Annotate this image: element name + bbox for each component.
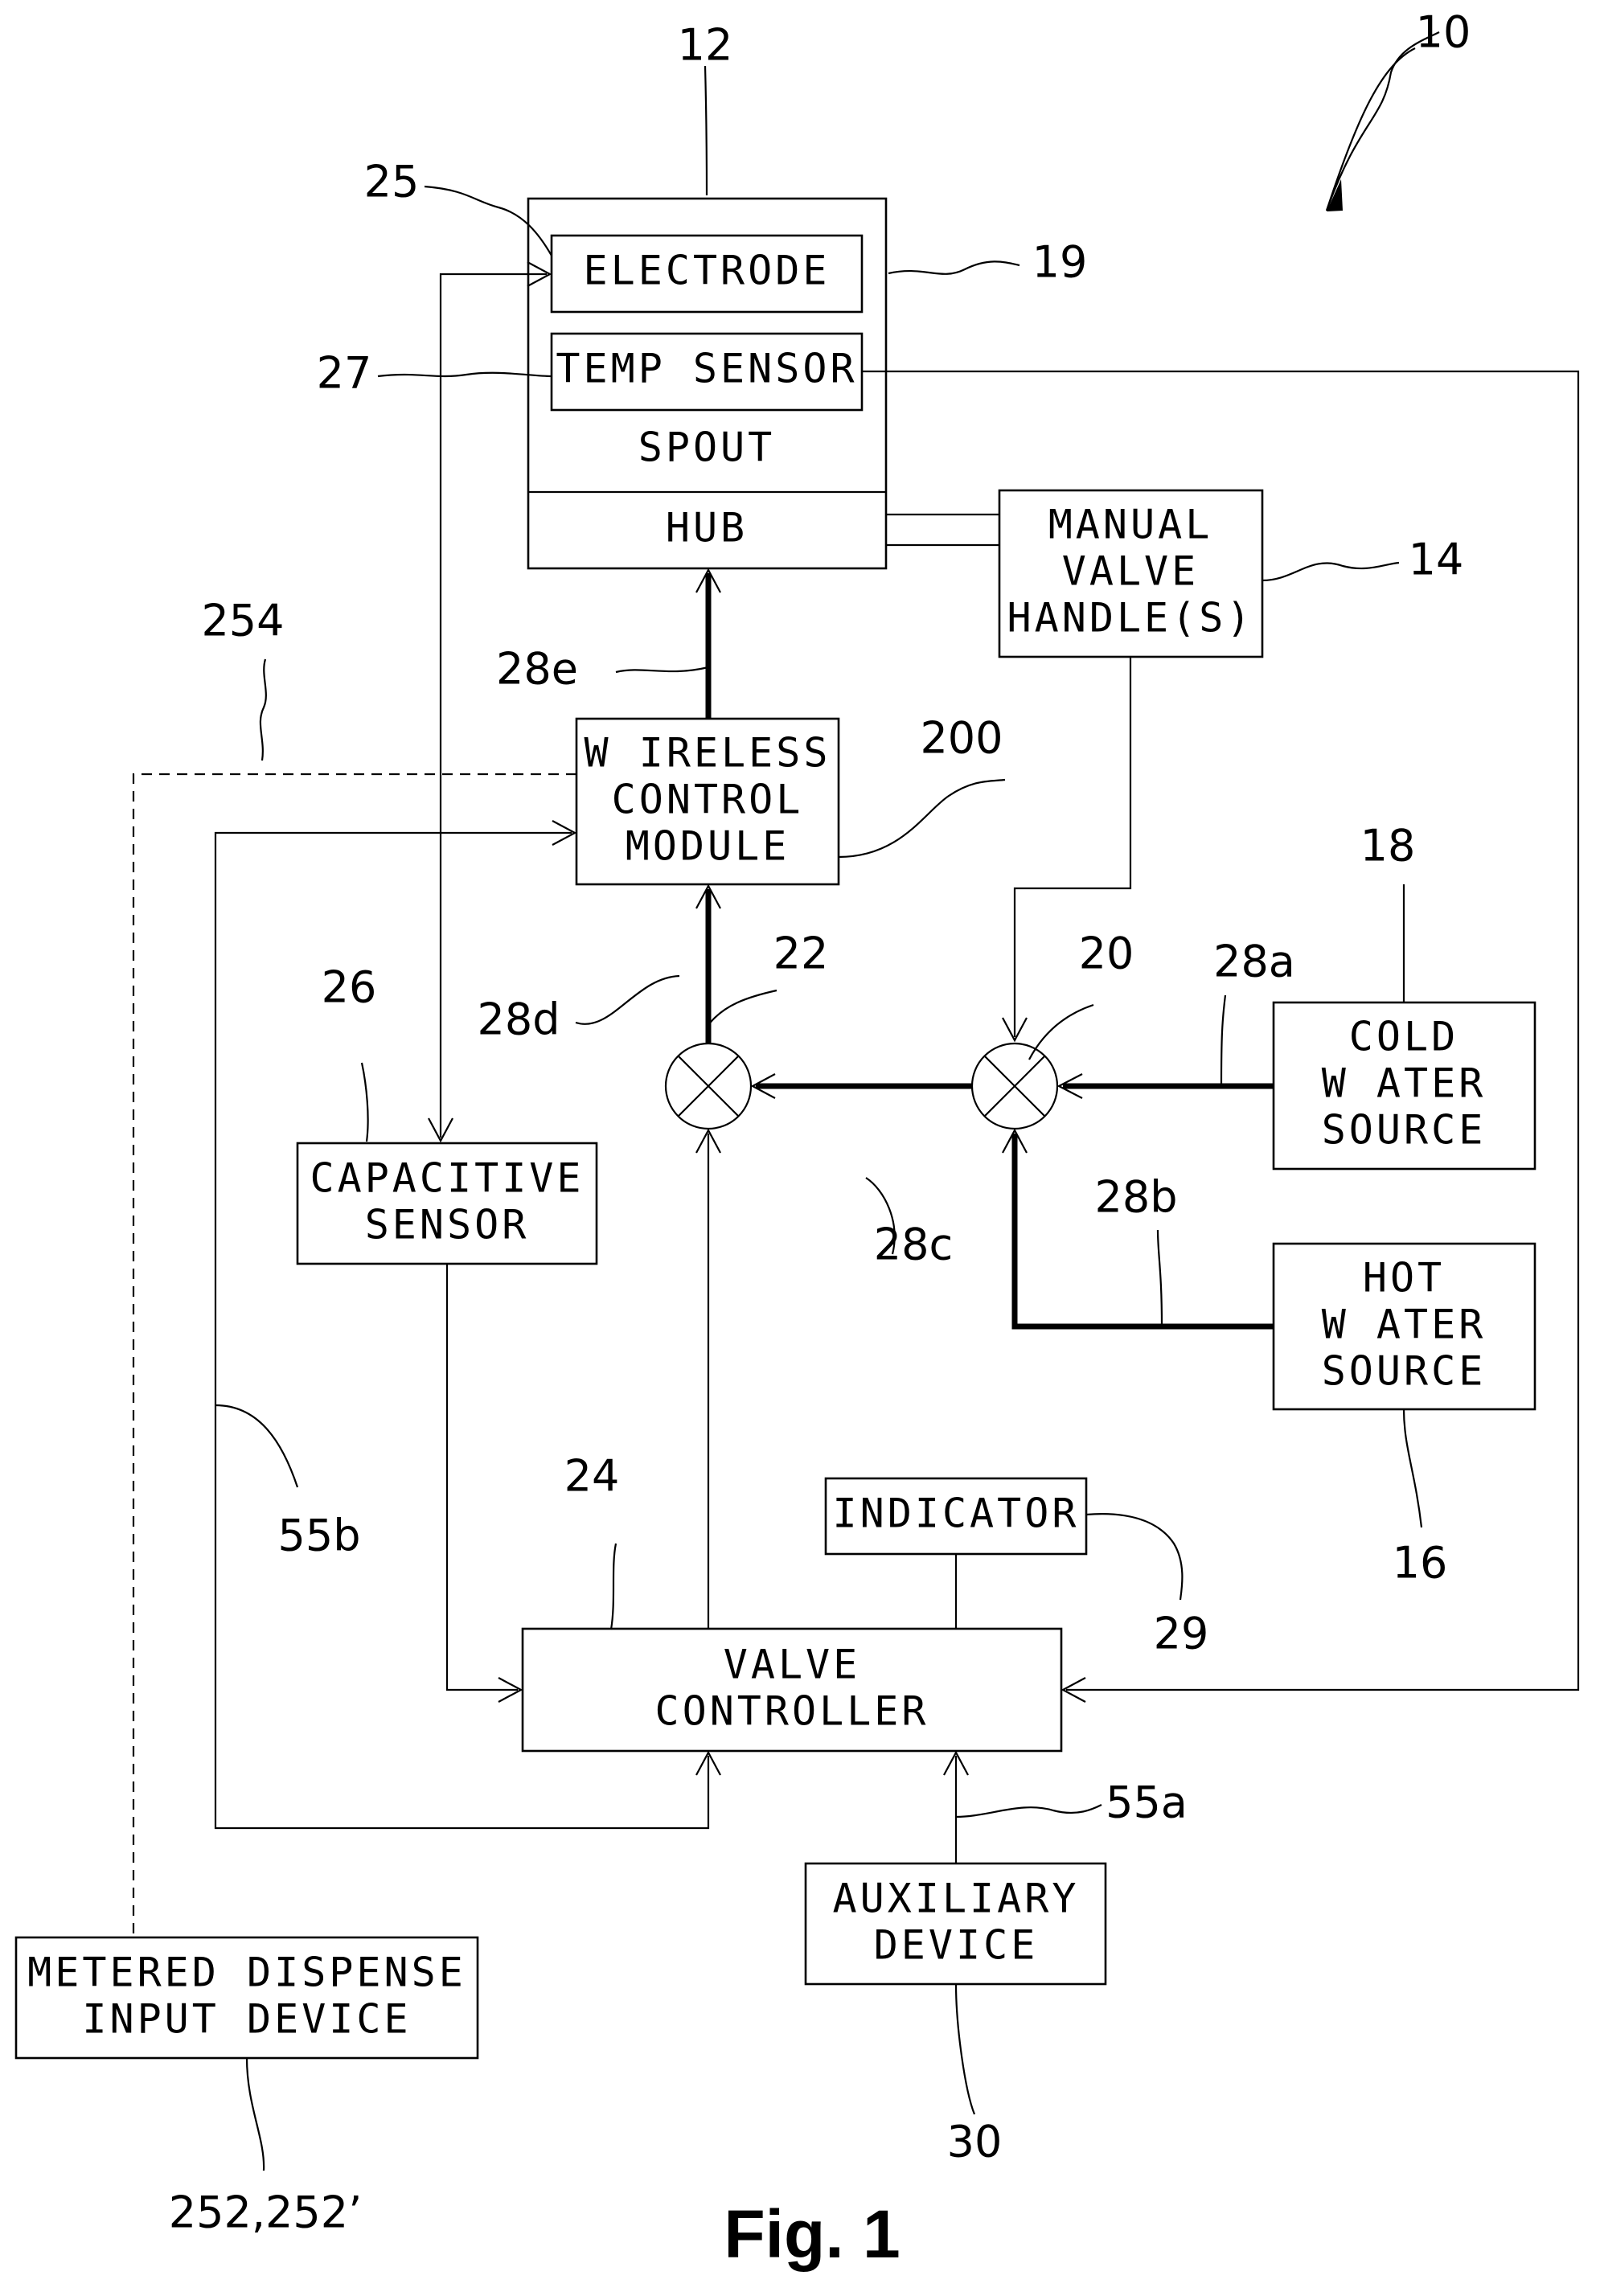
electrode-label: ELECTRODE [584, 248, 831, 294]
ref-28e: 28e [496, 644, 578, 695]
ref-28c: 28c [874, 1220, 953, 1270]
valve-20 [972, 1043, 1057, 1129]
hot-water-line-3: SOURCE [1322, 1348, 1487, 1395]
auxiliary-line-2: DEVICE [874, 1922, 1039, 1969]
cold-water-line-3: SOURCE [1322, 1107, 1487, 1154]
wireless-line-3: MODULE [626, 823, 790, 870]
auxiliary-line-1: AUXILIARY [833, 1876, 1080, 1922]
metered-line-2: INPUT DEVICE [82, 1996, 411, 2043]
ref-200: 200 [920, 713, 1003, 764]
ref-26: 26 [322, 962, 377, 1013]
ref-28d: 28d [478, 994, 560, 1045]
wireless-line-2: CONTROL [612, 777, 804, 823]
ref-28b: 28b [1095, 1172, 1178, 1223]
ref-28a: 28a [1213, 937, 1295, 987]
hot-water-line-2: W ATER [1322, 1302, 1487, 1348]
ref-252: 252,252’ [169, 2187, 362, 2238]
manual-valve-line-3: HANDLE(S) [1007, 595, 1254, 642]
indicator-label: INDICATOR [833, 1490, 1080, 1537]
ref-55a: 55a [1106, 1777, 1188, 1828]
valve-22 [666, 1043, 751, 1129]
cold-water-line-2: W ATER [1322, 1060, 1487, 1107]
spout-label: SPOUT [638, 424, 776, 471]
ref-16: 16 [1393, 1538, 1448, 1589]
wireless-link-254 [133, 774, 576, 1937]
ref-12: 12 [678, 20, 733, 71]
ref-14: 14 [1409, 535, 1464, 585]
capacitive-line-2: SENSOR [365, 1202, 530, 1248]
ref-254: 254 [201, 596, 284, 646]
ref-55b: 55b [278, 1511, 361, 1561]
ref-25: 25 [364, 157, 420, 207]
ref-27: 27 [317, 348, 372, 399]
ref-10: 10 [1416, 7, 1471, 58]
cold-water-line-1: COLD [1349, 1014, 1458, 1060]
ref-29: 29 [1154, 1609, 1209, 1659]
ref-22: 22 [773, 929, 829, 979]
ref-18: 18 [1360, 821, 1416, 871]
manual-valve-line-1: MANUAL [1048, 502, 1213, 548]
ref-24: 24 [564, 1451, 620, 1502]
figure-label: Fig. 1 [724, 2196, 900, 2272]
valve-controller-line-2: CONTROLLER [654, 1688, 929, 1735]
hot-water-line-1: HOT [1363, 1255, 1445, 1302]
hub-label: HUB [666, 505, 748, 551]
valve-controller-line-1: VALVE [724, 1642, 861, 1688]
ref-20: 20 [1079, 929, 1134, 979]
metered-line-1: METERED DISPENSE [27, 1950, 466, 1996]
ref-30: 30 [947, 2117, 1003, 2167]
temp-sensor-label: TEMP SENSOR [556, 346, 857, 392]
capacitive-line-1: CAPACITIVE [310, 1155, 584, 1202]
ref-19: 19 [1032, 237, 1088, 288]
manual-valve-line-2: VALVE [1062, 548, 1200, 595]
wireless-line-1: W IRELESS [585, 730, 831, 777]
